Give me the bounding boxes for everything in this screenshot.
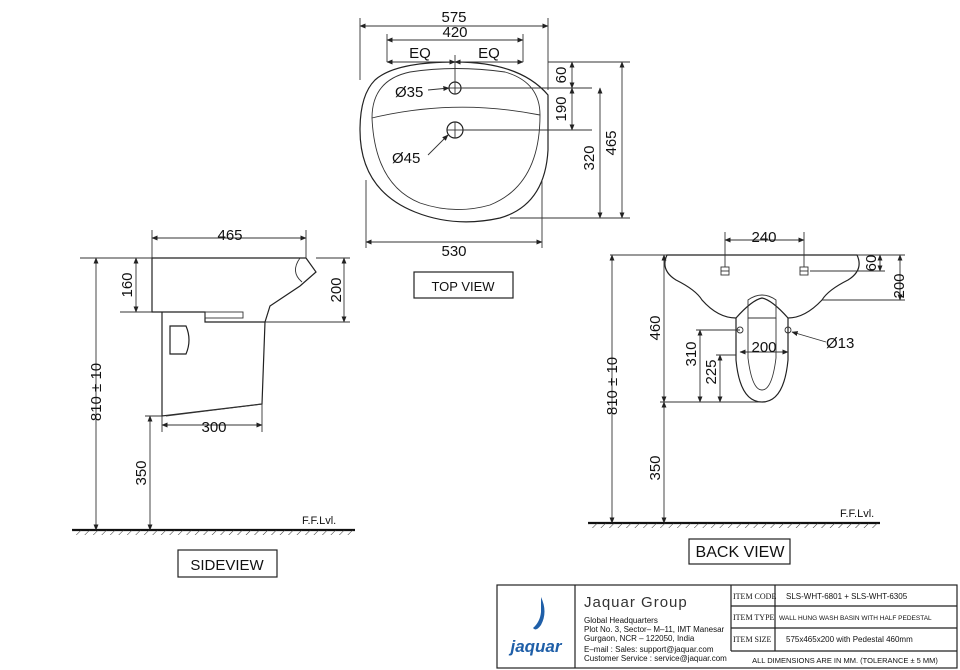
- dim-eq-right: EQ: [478, 45, 500, 62]
- jaquar-logo: jaquar: [508, 597, 563, 656]
- side-dim-160: 160: [119, 272, 136, 297]
- side-dim-300: 300: [201, 419, 226, 436]
- side-drain: [169, 325, 190, 355]
- back-dim-200-width: 200: [751, 339, 776, 356]
- back-dim-460: 460: [647, 315, 664, 340]
- back-view: 240 60 200 460 310 225 200 Ø13 810 ± 10 …: [588, 229, 908, 565]
- side-dim-200: 200: [328, 277, 345, 302]
- back-dim-225: 225: [703, 359, 720, 384]
- logo-text: jaquar: [508, 637, 562, 656]
- dim-575: 575: [441, 9, 466, 26]
- back-floor-label: F.F.Lvl.: [840, 508, 874, 520]
- dim-hole-45: Ø45: [392, 150, 420, 167]
- item-size-key: ITEM SIZE: [733, 635, 772, 644]
- dim-60: 60: [553, 67, 570, 84]
- item-code-key: ITEM CODE: [733, 592, 776, 601]
- side-dim-810: 810 ± 10: [88, 363, 105, 421]
- item-code-value: SLS-WHT-6801 + SLS-WHT-6305: [786, 592, 908, 601]
- company-name: Jaquar Group: [584, 594, 688, 611]
- address-line-1: Plot No. 3, Sector– M–11, IMT Manesar: [584, 625, 725, 634]
- item-size-value: 575x465x200 with Pedestal 460mm: [786, 635, 913, 644]
- top-view-label: TOP VIEW: [431, 279, 495, 294]
- top-view-bowl: [371, 68, 541, 210]
- top-view-label-box: [413, 271, 514, 299]
- top-view-basin-outline: [359, 61, 549, 223]
- side-view-label-box: [177, 549, 278, 578]
- back-dim-810: 810 ± 10: [604, 357, 621, 415]
- side-view-label: SIDEVIEW: [190, 557, 264, 574]
- top-view: 575 420 EQ EQ Ø35 Ø45 60 190 320 465 530…: [359, 9, 630, 299]
- address-line-2: Gurgaon, NCR – 122050, India: [584, 634, 695, 643]
- back-dim-200: 200: [891, 273, 908, 298]
- title-block: jaquar Jaquar Group Global Headquarters …: [496, 584, 958, 669]
- hq-label: Global Headquarters: [584, 616, 658, 625]
- dim-hole-35: Ø35: [395, 84, 423, 101]
- dim-190: 190: [553, 96, 570, 121]
- back-dim-310: 310: [683, 341, 700, 366]
- dim-eq-left: EQ: [409, 45, 431, 62]
- back-dim-60: 60: [863, 255, 880, 272]
- dim-530: 530: [441, 243, 466, 260]
- side-dim-465: 465: [217, 227, 242, 244]
- side-view: 465 160 200 810 ± 10 350 300 F.F.Lvl. SI…: [72, 227, 355, 578]
- side-dim-350: 350: [133, 460, 150, 485]
- back-dim-240: 240: [751, 229, 776, 246]
- service-email: Customer Service : service@jaquar.com: [584, 654, 727, 663]
- back-basin: [664, 254, 860, 319]
- back-view-label: BACK VIEW: [696, 544, 786, 561]
- dim-420: 420: [442, 24, 467, 41]
- back-view-label-box: [688, 538, 791, 565]
- item-type-key: ITEM TYPE: [733, 613, 775, 622]
- side-basin: [151, 257, 317, 323]
- back-dim-hole-13: Ø13: [826, 335, 854, 352]
- back-dim-350: 350: [647, 455, 664, 480]
- dim-465: 465: [603, 130, 620, 155]
- sales-email: E–mail : Sales: support@jaquar.com: [584, 645, 714, 654]
- tolerance-note: ALL DIMENSIONS ARE IN MM. (TOLERANCE ± 5…: [752, 656, 938, 665]
- back-pedestal: [735, 318, 789, 403]
- item-type-value: WALL HUNG WASH BASIN WITH HALF PEDESTAL: [779, 615, 932, 622]
- side-pedestal: [161, 312, 266, 417]
- side-floor-label: F.F.Lvl.: [302, 515, 336, 527]
- dim-320: 320: [581, 145, 598, 170]
